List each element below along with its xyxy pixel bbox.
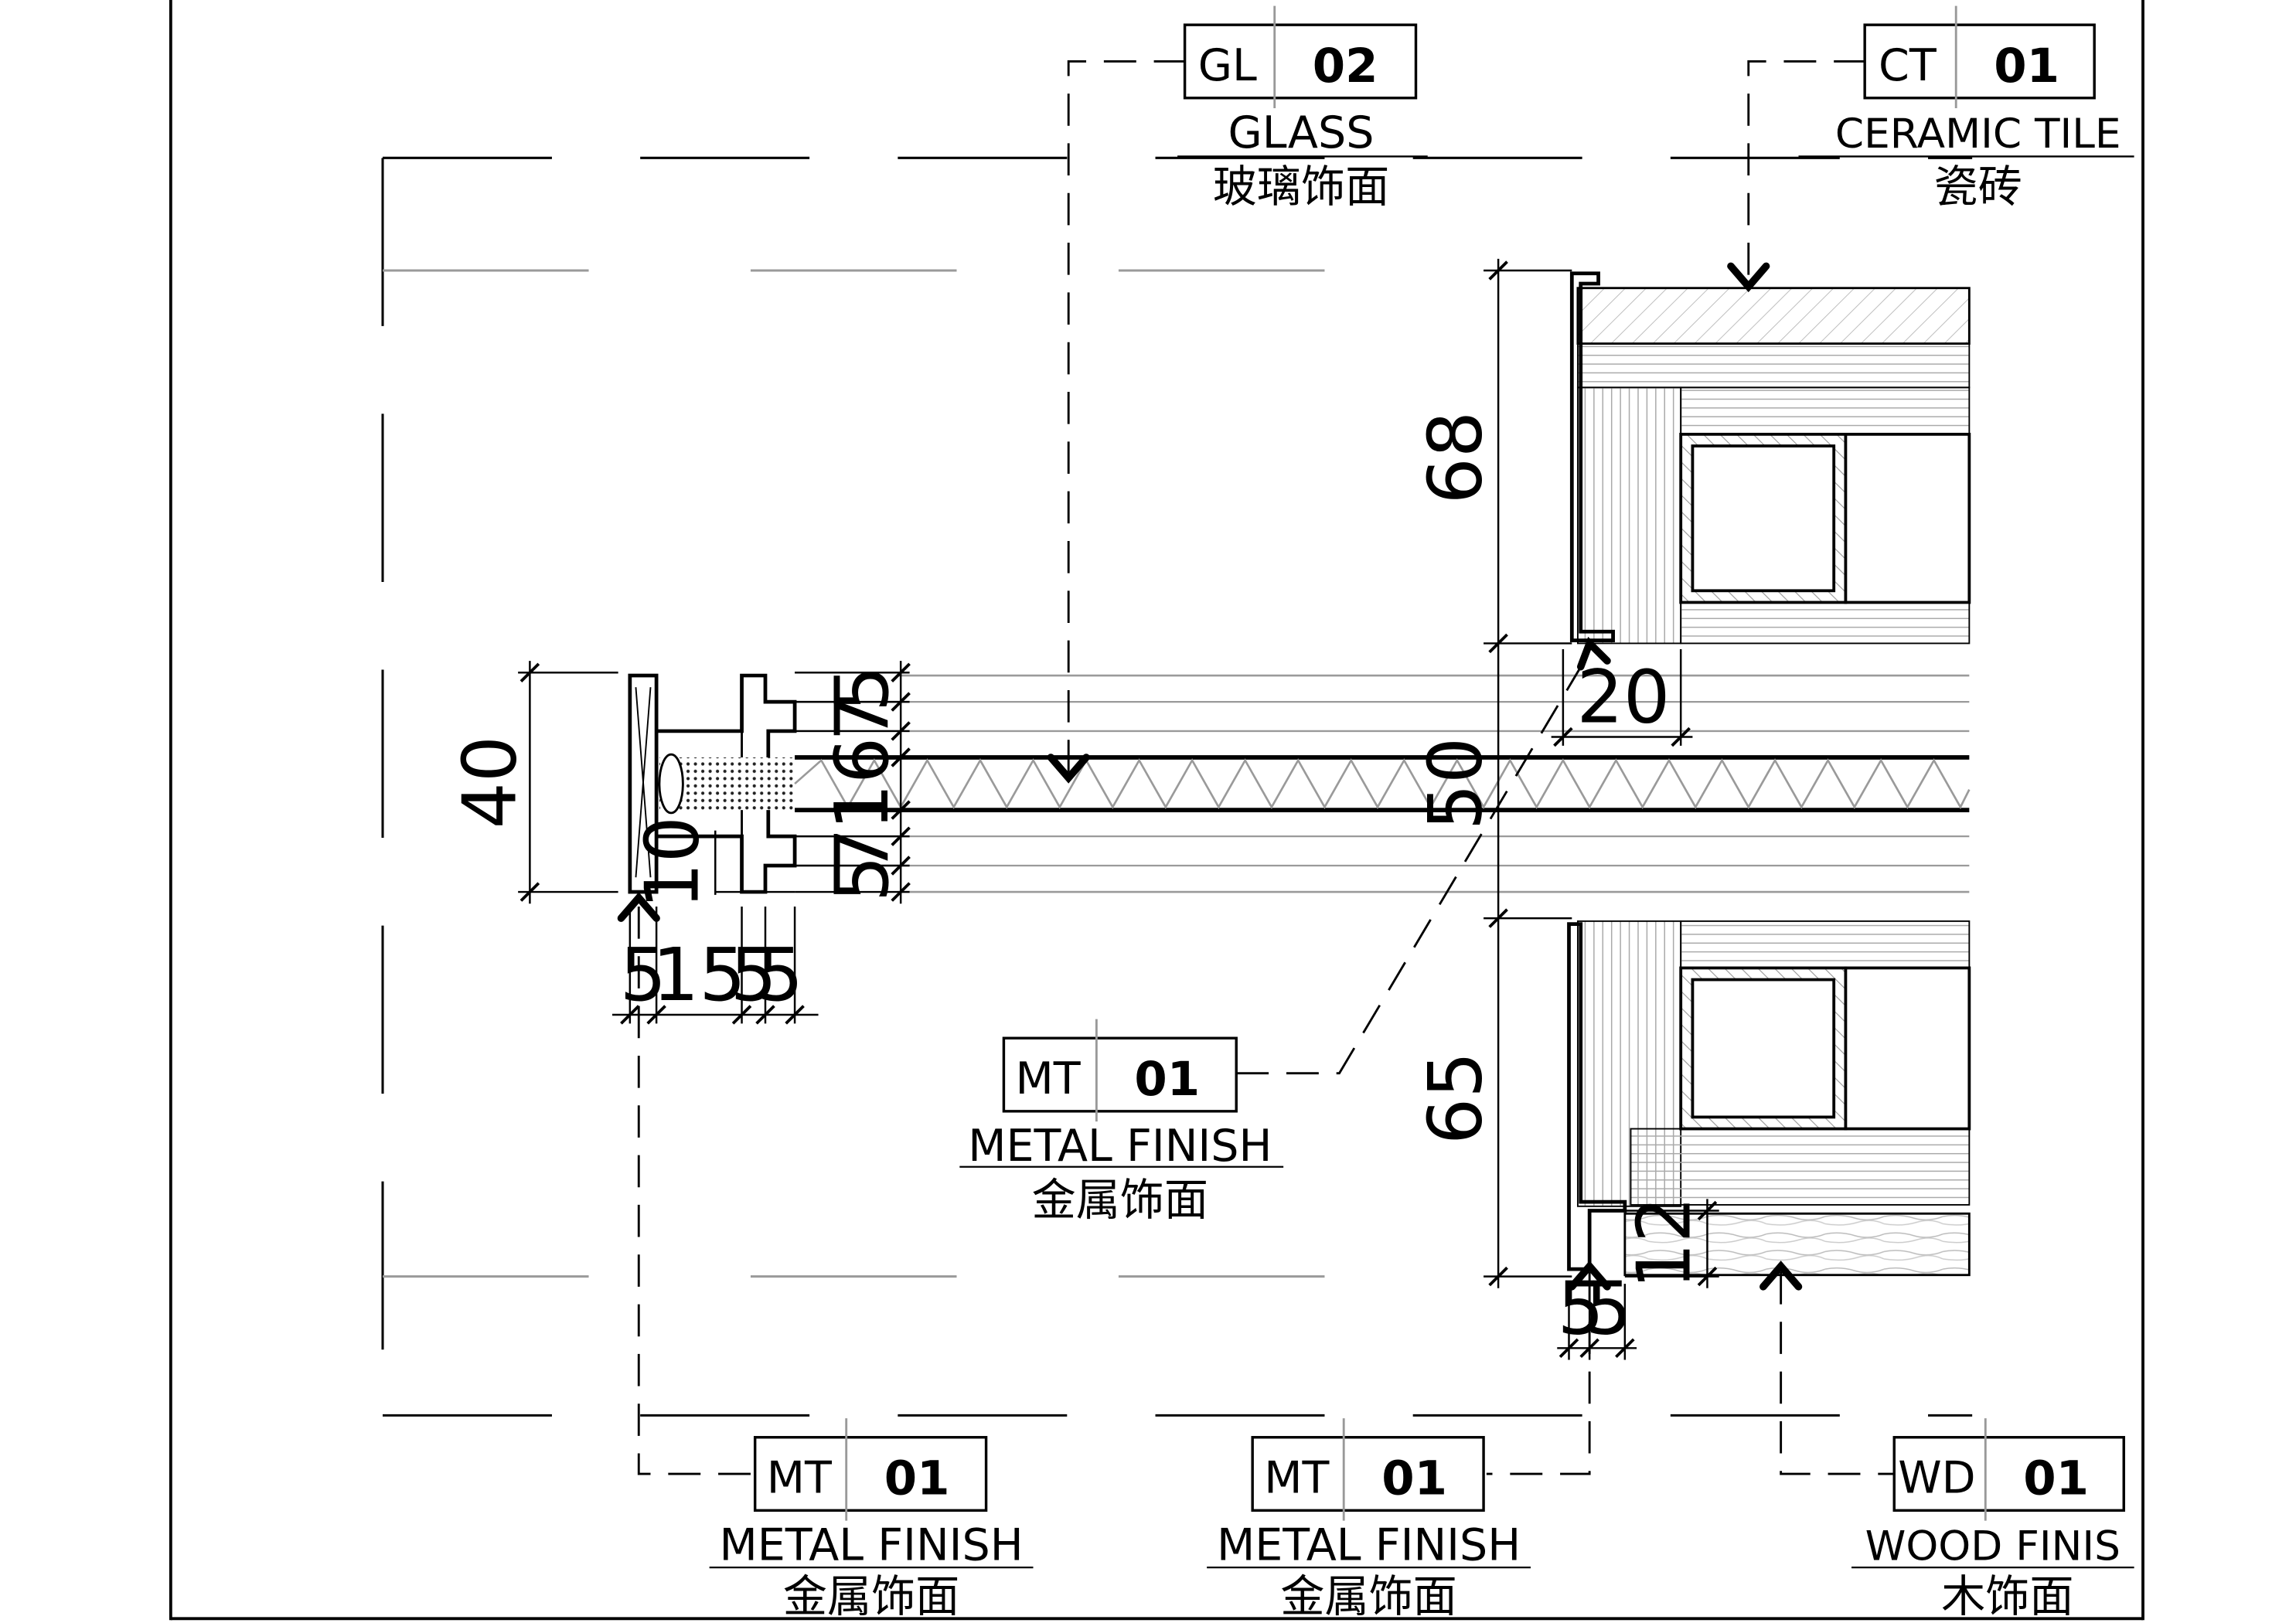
leader-lines <box>637 60 1896 1475</box>
tag-metal-right-number: 01 <box>1381 1452 1447 1506</box>
tag-glass-label: GLASS <box>1228 107 1375 158</box>
dim-glass-16: 16 <box>820 737 905 830</box>
edge-frame <box>628 673 797 894</box>
tag-wood-label: WOOD FINIS <box>1865 1523 2121 1570</box>
arrow-metal-right <box>1568 1261 1611 1291</box>
arrow-metal-mid <box>1576 636 1611 671</box>
tag-glass-label-cn: 玻璃饰面 <box>1213 162 1389 213</box>
sheet-border <box>169 0 2144 1621</box>
tag-wood-finish: WD 01 WOOD FINIS 木饰面 <box>1851 1418 2134 1622</box>
dim-wood-12: 12 <box>1622 1196 1707 1289</box>
tag-metal-mid-label-cn: 金属饰面 <box>1032 1175 1208 1226</box>
dashed-boundary <box>381 156 1973 1417</box>
dim-width-15: 15 <box>652 933 746 1018</box>
tag-wood-label-cn: 木饰面 <box>1941 1571 2073 1622</box>
tag-ceramic-tile: CT 01 CERAMIC TILE 瓷砖 <box>1798 5 2134 213</box>
tag-metal-mid-label: METAL FINISH <box>968 1121 1272 1172</box>
tag-ceramic-number: 01 <box>1994 39 2059 94</box>
tag-metal-mid-code: MT <box>1015 1053 1080 1104</box>
tag-metal-finish-middle: MT 01 METAL FINISH 金属饰面 <box>959 1019 1284 1226</box>
tag-glass-number: 02 <box>1313 39 1378 94</box>
dim-width-5c: 5 <box>757 933 804 1018</box>
tag-ceramic-label: CERAMIC TILE <box>1835 110 2121 158</box>
upper-wall-assembly <box>1569 271 1971 645</box>
leader-arrows <box>617 262 1803 1291</box>
dim-mid-50: 50 <box>1413 737 1498 830</box>
tag-glass: GL 02 GLASS 玻璃饰面 <box>1177 5 1428 213</box>
tag-metal-finish-right: MT 01 METAL FINISH 金属饰面 <box>1207 1418 1531 1622</box>
tag-ceramic-code: CT <box>1879 40 1937 91</box>
lower-wall-assembly <box>1567 920 1971 1277</box>
dim-bottom-5: 5 <box>820 856 905 902</box>
dim-step-5b: 5 <box>1586 1267 1633 1352</box>
dim-gap-10: 10 <box>630 816 715 909</box>
tag-ceramic-label-cn: 瓷砖 <box>1934 162 2022 213</box>
tag-metal-left-label-cn: 金属饰面 <box>783 1571 959 1622</box>
tag-metal-finish-left: MT 01 METAL FINISH 金属饰面 <box>709 1418 1034 1622</box>
dim-frame-20: 20 <box>1576 655 1670 740</box>
arrow-ceramic <box>1727 262 1770 293</box>
tag-wood-number: 01 <box>2023 1452 2089 1506</box>
dimension-texts: 40 7 5 16 7 5 10 5 15 5 5 68 50 65 20 12… <box>448 411 1708 1351</box>
tag-metal-mid-number: 01 <box>1134 1053 1200 1107</box>
arrow-glass <box>1047 754 1090 784</box>
dim-width-5b: 5 <box>730 933 777 1018</box>
tag-glass-code: GL <box>1198 40 1257 91</box>
tag-metal-left-label: METAL FINISH <box>719 1520 1023 1571</box>
dim-lower-65: 65 <box>1413 1052 1498 1145</box>
glass-panel <box>794 674 1971 893</box>
tag-metal-left-code: MT <box>767 1453 832 1504</box>
dim-top-5: 5 <box>820 665 905 712</box>
dim-top-7: 7 <box>820 695 905 741</box>
dim-width-5a: 5 <box>620 933 667 1018</box>
arrow-wood <box>1759 1261 1803 1291</box>
dim-overall-height: 40 <box>448 736 533 829</box>
dim-bottom-7: 7 <box>820 828 905 874</box>
tag-metal-right-label: METAL FINISH <box>1217 1520 1521 1571</box>
tag-metal-right-label-cn: 金属饰面 <box>1280 1571 1456 1622</box>
tag-wood-code: WD <box>1898 1453 1975 1504</box>
arrow-metal-left <box>617 892 660 922</box>
dim-tile-68: 68 <box>1413 411 1498 504</box>
dimension-lines <box>518 258 1719 1360</box>
tag-metal-left-number: 01 <box>884 1452 950 1506</box>
tag-metal-right-code: MT <box>1264 1453 1329 1504</box>
